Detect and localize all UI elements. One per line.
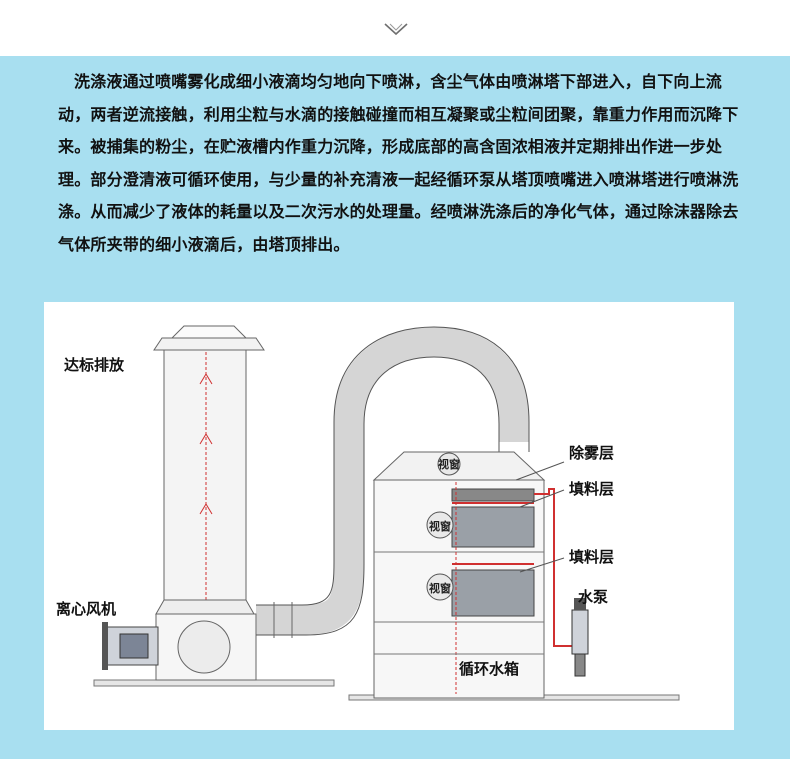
- label-fan: 离心风机: [56, 600, 116, 618]
- exhaust-stack: [153, 325, 265, 602]
- spray-tower-diagram: 达标排放 离心风机 除雾层 填料层 填料层 水泵 循环水箱 视窗 视窗 视窗: [44, 302, 734, 730]
- spray-tower: [372, 451, 546, 699]
- label-packing-upper: 填料层: [569, 480, 614, 498]
- gas-duct: [256, 326, 530, 638]
- label-exhaust: 达标排放: [64, 356, 125, 374]
- chevron-down-icon: [384, 23, 408, 36]
- description-paragraph: 洗涤液通过喷嘴雾化成细小液滴均匀地向下喷淋，含尘气体由喷淋塔下部进入，自下向上流…: [58, 72, 739, 254]
- label-pump: 水泵: [578, 588, 608, 606]
- label-demister: 除雾层: [569, 444, 614, 462]
- label-window-low: 视窗: [429, 581, 451, 595]
- circulation-pump: [534, 488, 589, 677]
- label-packing-lower: 填料层: [569, 548, 614, 566]
- label-window-mid: 视窗: [429, 519, 451, 533]
- label-tank: 循环水箱: [459, 660, 519, 678]
- centrifugal-fan: [102, 599, 257, 681]
- label-window-top: 视窗: [438, 457, 460, 471]
